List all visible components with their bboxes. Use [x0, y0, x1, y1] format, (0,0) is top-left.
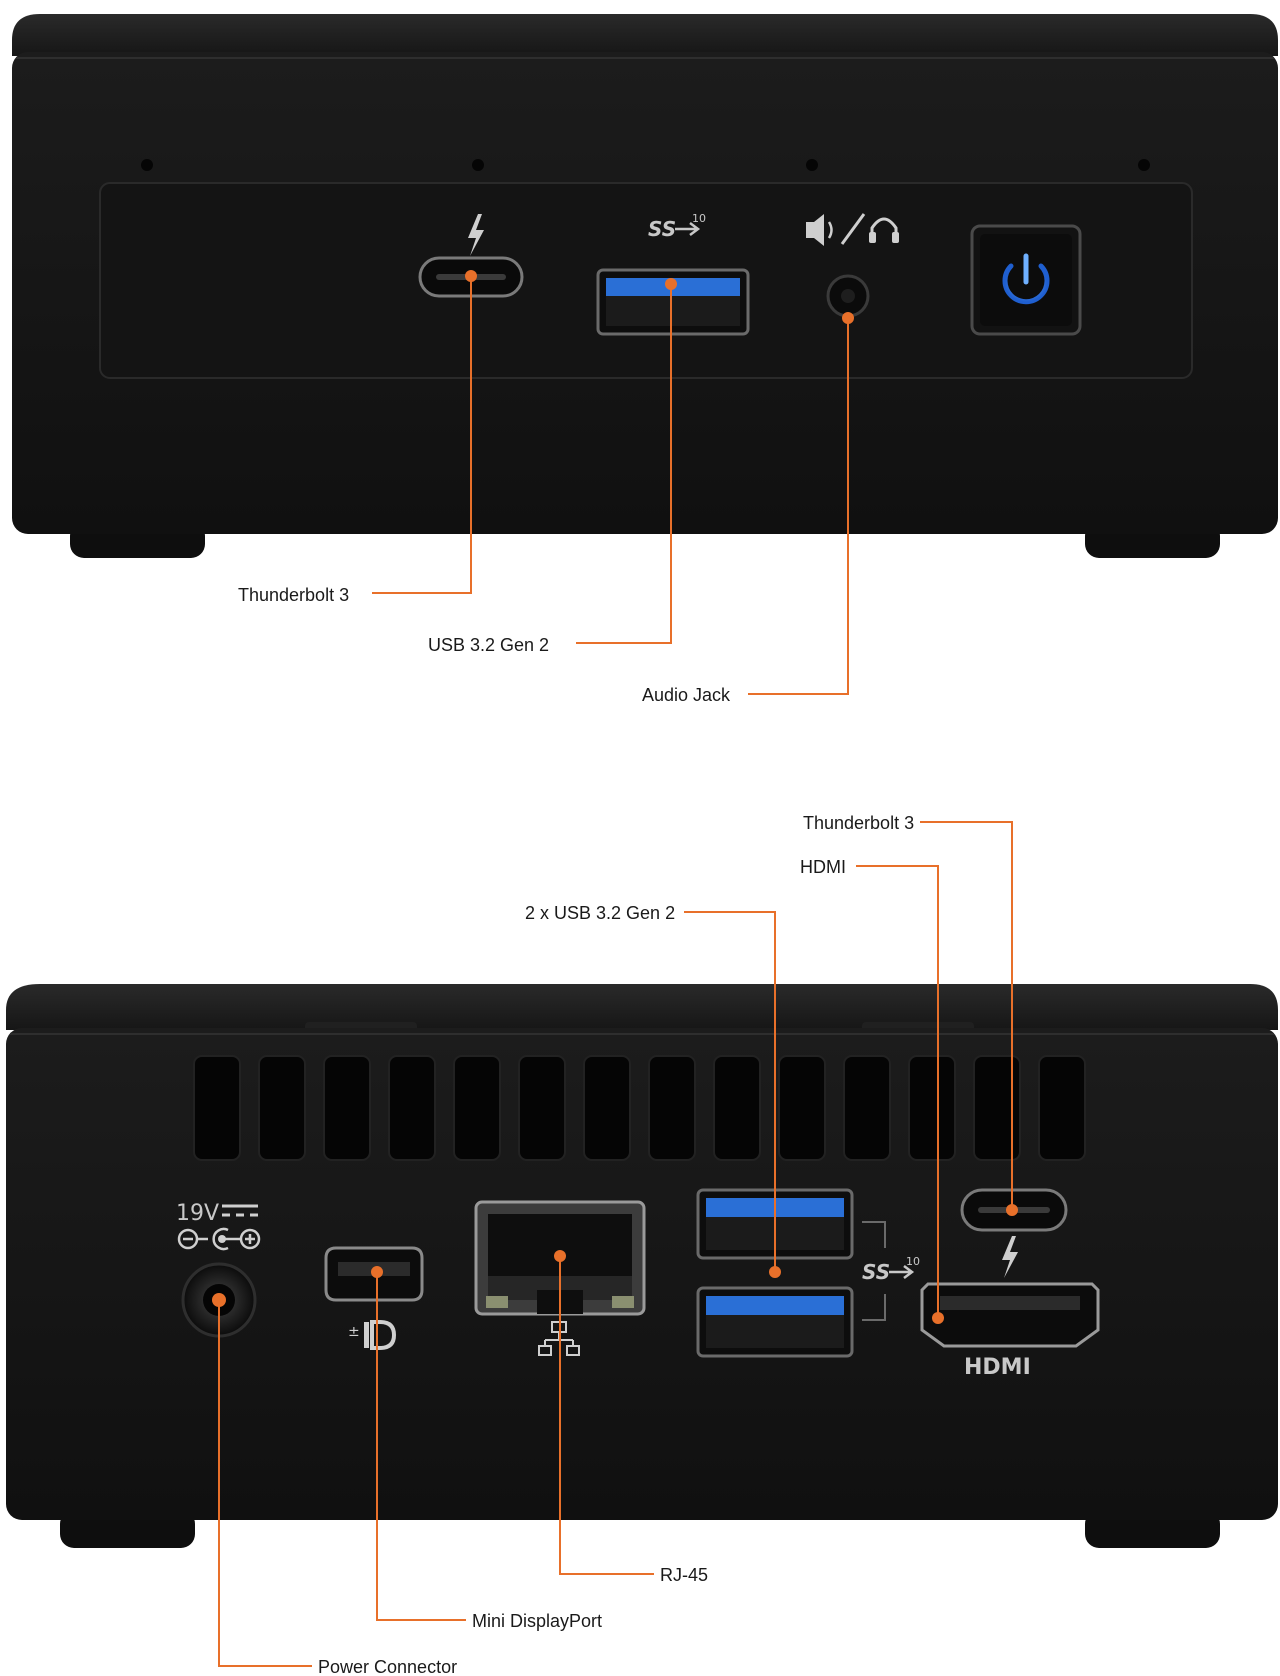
front-hole [472, 159, 484, 171]
thunderbolt-icon [468, 214, 484, 256]
rear-lid [6, 984, 1278, 1030]
svg-text:SS: SS [862, 1260, 890, 1284]
vent-slot [713, 1055, 761, 1161]
label-front-audio: Audio Jack [642, 685, 731, 705]
speaker-icon [806, 214, 833, 246]
superspeed-10-icon: SS 10 [862, 1255, 920, 1284]
vent-slot [583, 1055, 631, 1161]
label-power-connector: Power Connector [318, 1657, 457, 1676]
label-front-thunderbolt: Thunderbolt 3 [238, 585, 349, 605]
vent-grille [193, 1055, 1086, 1161]
vent-slot [323, 1055, 371, 1161]
hdmi-port [920, 1282, 1100, 1348]
svg-text:SS: SS [648, 217, 676, 241]
front-lid [12, 14, 1278, 56]
label-rear-usb: 2 x USB 3.2 Gen 2 [525, 903, 675, 923]
headphones-icon [869, 217, 899, 243]
front-hole [141, 159, 153, 171]
front-hole [806, 159, 818, 171]
rear-unit: 19V ± [6, 984, 1278, 1548]
vent-slot [388, 1055, 436, 1161]
vent-slot [1038, 1055, 1086, 1161]
front-hole [1138, 159, 1150, 171]
svg-text:10: 10 [906, 1255, 920, 1268]
svg-text:±: ± [348, 1324, 360, 1340]
svg-text:10: 10 [692, 212, 706, 225]
label-mini-displayport: Mini DisplayPort [472, 1611, 602, 1631]
label-front-usb: USB 3.2 Gen 2 [428, 635, 549, 655]
vent-slot [973, 1055, 1021, 1161]
displayport-icon: ± [348, 1320, 397, 1350]
vent-slot [908, 1055, 956, 1161]
vent-slot [258, 1055, 306, 1161]
label-rear-thunderbolt: Thunderbolt 3 [803, 813, 914, 833]
power-icon [1002, 253, 1050, 305]
vent-slot [778, 1055, 826, 1161]
label-rj45: RJ-45 [660, 1565, 708, 1585]
vent-slot [648, 1055, 696, 1161]
vent-slot [843, 1055, 891, 1161]
vent-slot [518, 1055, 566, 1161]
dc-polarity-icon [177, 1204, 261, 1251]
thunderbolt-icon [1002, 1236, 1018, 1278]
vent-slot [193, 1055, 241, 1161]
front-unit: SS 10 [12, 14, 1278, 558]
superspeed-10-icon: SS 10 [648, 212, 706, 241]
label-rear-hdmi: HDMI [800, 857, 846, 877]
hdmi-logo: HDMI [964, 1355, 1031, 1380]
rear-callouts: Thunderbolt 3 HDMI 2 x USB 3.2 Gen 2 RJ-… [212, 813, 1018, 1676]
power-rating: 19V [176, 1201, 219, 1226]
vent-slot [453, 1055, 501, 1161]
front-callouts: Thunderbolt 3 USB 3.2 Gen 2 Audio Jack [238, 270, 854, 705]
